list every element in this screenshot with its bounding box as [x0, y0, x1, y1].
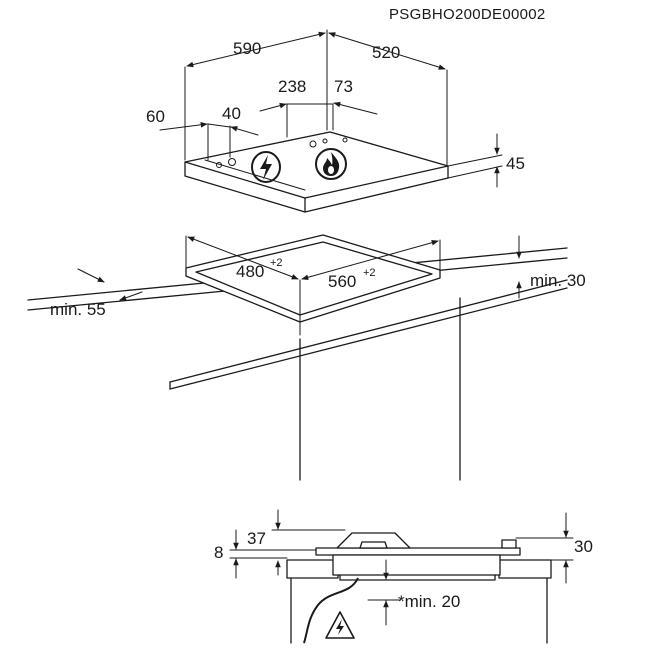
lightning-icon	[251, 151, 281, 183]
dim-min-30: min. 30	[530, 271, 586, 290]
cutout-dimension-lines	[77, 235, 522, 336]
cross-section	[286, 532, 552, 644]
document-code: PSGBHO200DE00002	[389, 6, 546, 23]
top-dimension-lines	[159, 29, 503, 188]
dim-min-20: *min. 20	[398, 592, 460, 611]
dim-min-55: min. 55	[50, 300, 106, 319]
dim-37: 37	[247, 529, 266, 548]
dim-480-tolerance: +2	[270, 257, 283, 269]
dim-30: 30	[574, 537, 593, 556]
dim-73: 73	[334, 77, 353, 96]
flame-icon	[315, 148, 347, 180]
dim-560-tolerance: +2	[363, 267, 376, 279]
dim-8: 8	[214, 543, 223, 562]
high-voltage-warning-icon	[325, 611, 355, 639]
dim-40: 40	[222, 104, 241, 123]
hob-top-view	[184, 131, 449, 213]
section-dimension-lines	[229, 509, 574, 626]
dim-590: 590	[233, 39, 261, 58]
dim-560: 560	[328, 272, 356, 291]
dim-520: 520	[372, 43, 400, 62]
dim-45: 45	[506, 154, 525, 173]
dim-60: 60	[146, 107, 165, 126]
dim-238: 238	[278, 77, 306, 96]
cutout-opening	[185, 234, 441, 323]
dim-480: 480	[236, 262, 264, 281]
